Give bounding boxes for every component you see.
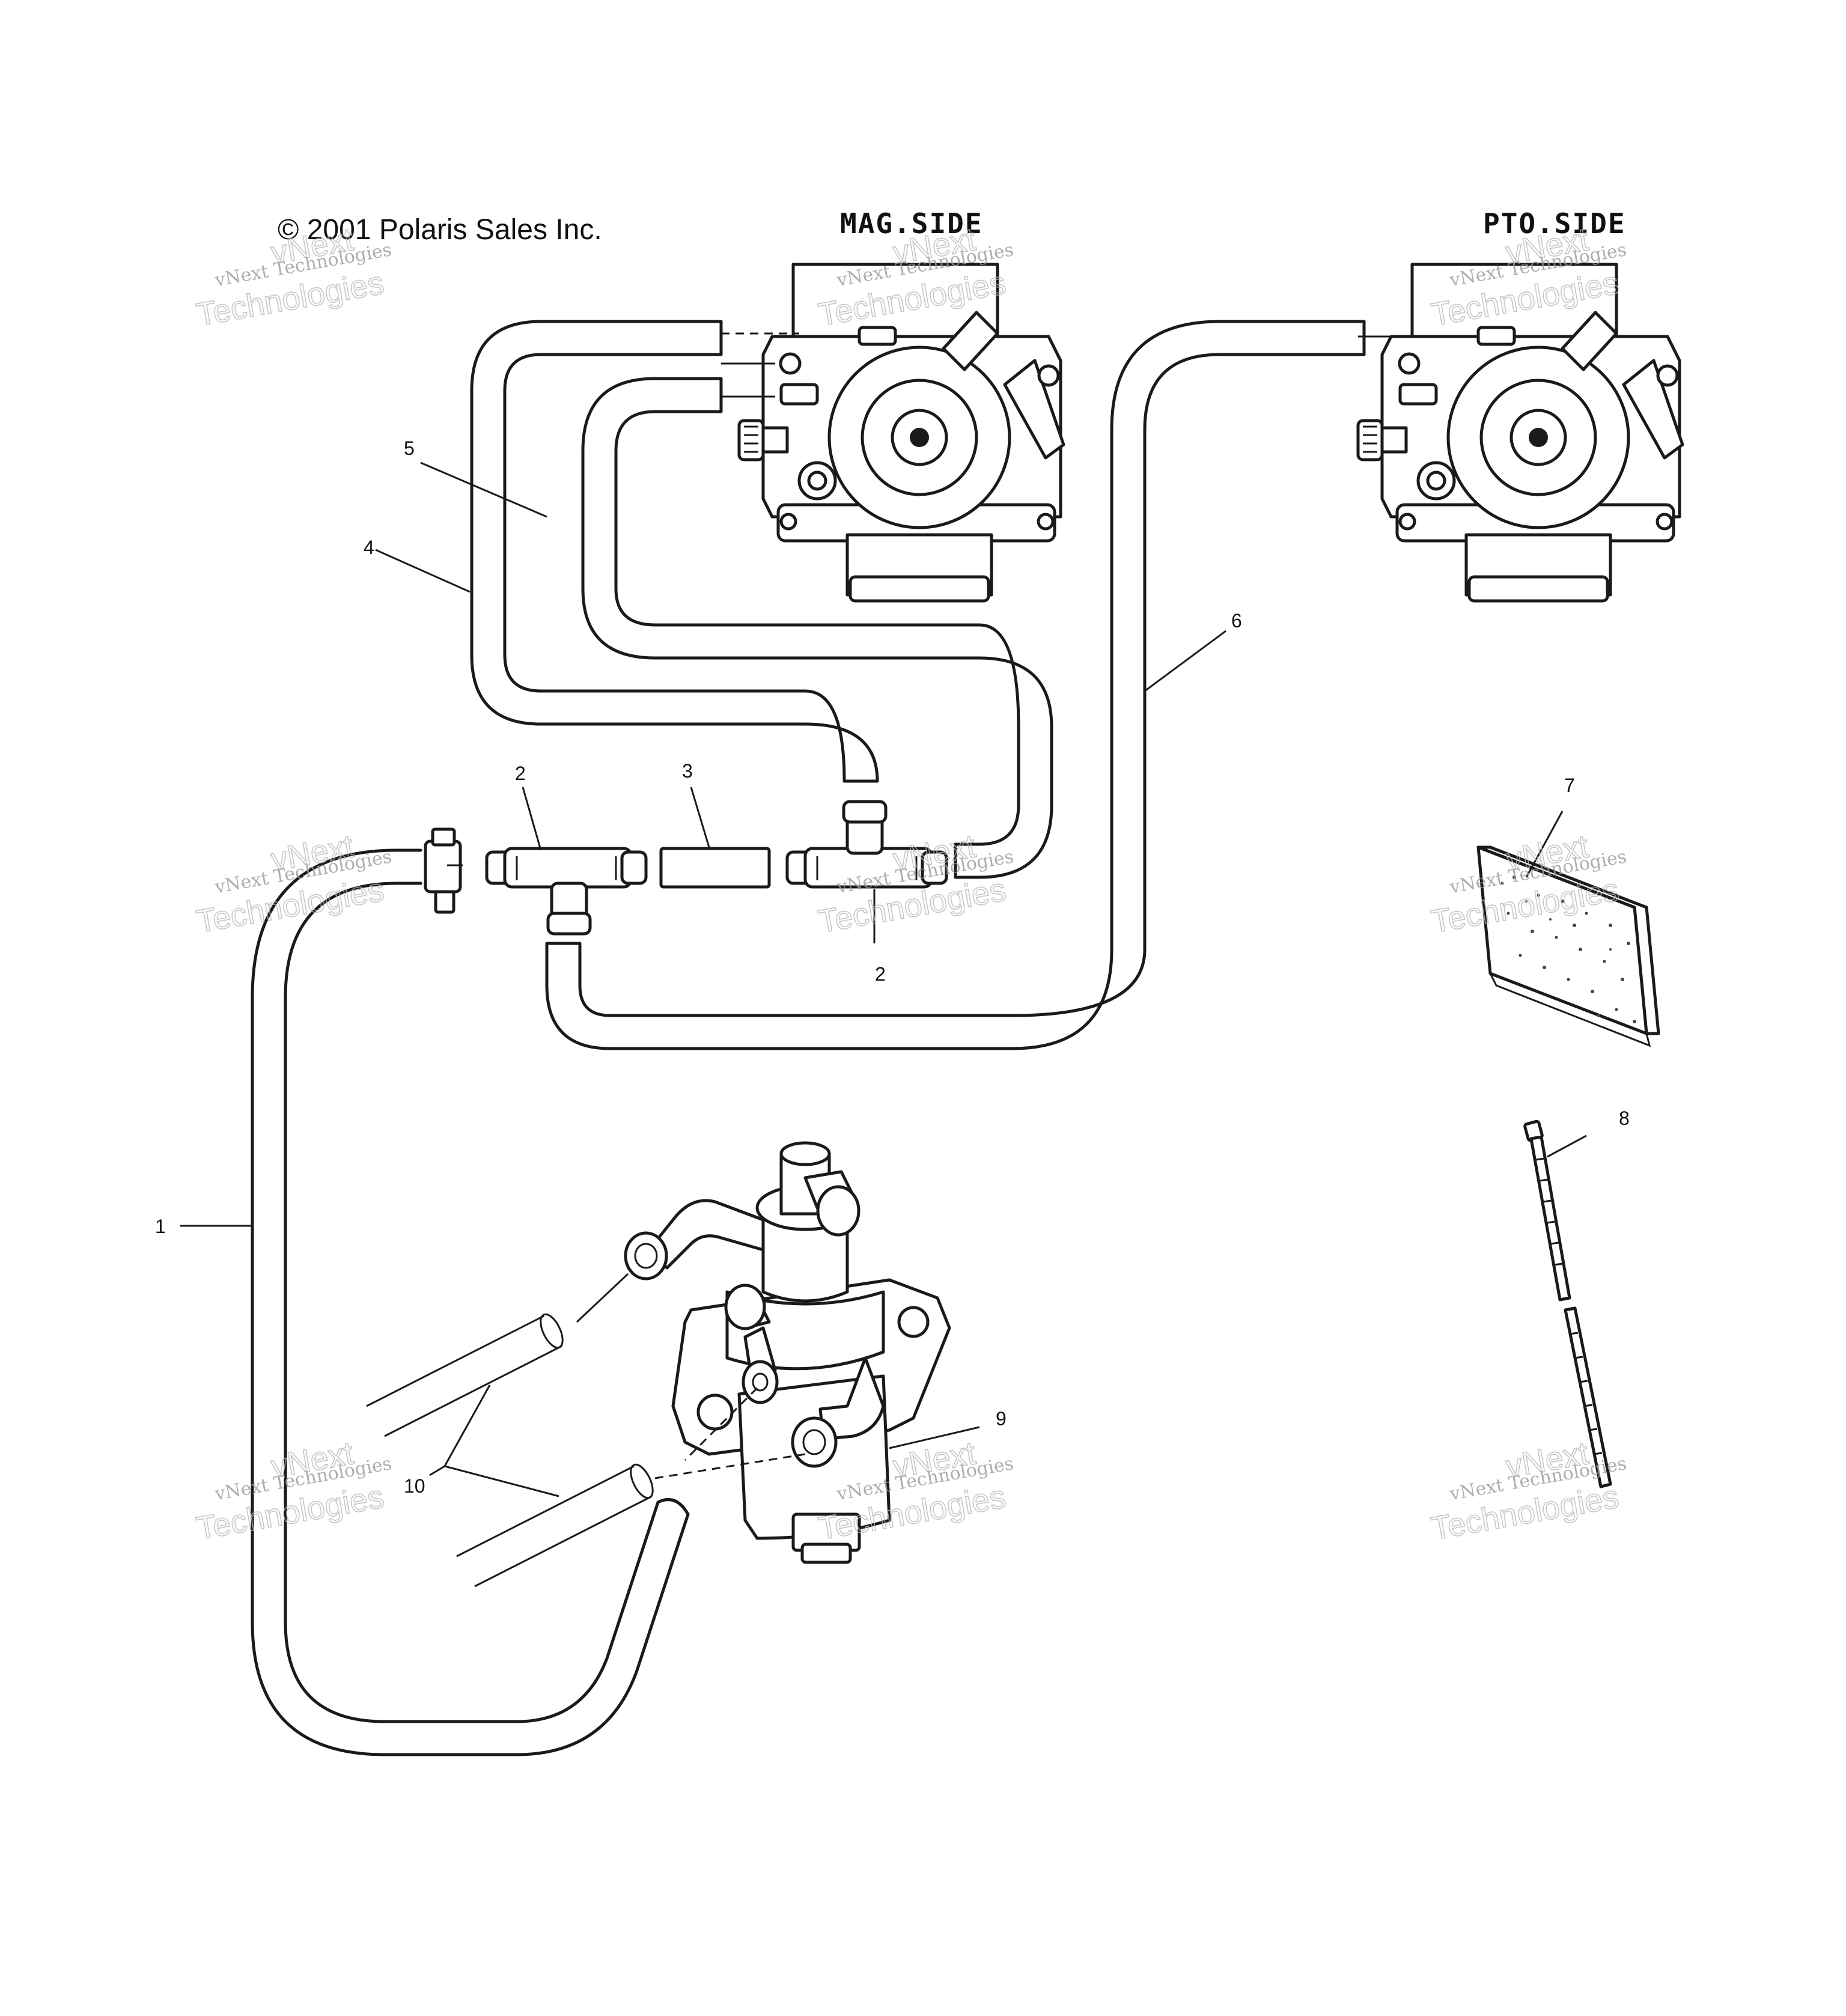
- callout-9: 9: [996, 1408, 1007, 1430]
- hose-5: [581, 377, 1053, 879]
- callout-2a: 2: [515, 763, 526, 784]
- callout-10: 10: [404, 1475, 425, 1497]
- tee-fitting-right: [785, 800, 948, 889]
- callout-8: 8: [1619, 1107, 1630, 1129]
- leader-9: [889, 1426, 980, 1449]
- hose-6: [545, 320, 1430, 1050]
- leader-3: [690, 787, 710, 848]
- assembly-line-upper: [576, 1273, 629, 1323]
- fuel-pump: [624, 1141, 951, 1564]
- callout-4: 4: [364, 537, 374, 558]
- hose-1: [251, 848, 690, 1756]
- hose-10-upper: [366, 1313, 564, 1437]
- watermark-7: vNext Technologies vNext Technologies: [193, 1434, 394, 1547]
- mag-side-label: MAG.SIDE: [840, 207, 983, 240]
- leader-5: [420, 461, 547, 518]
- leader-8: [1547, 1134, 1587, 1158]
- cable-tie: [1523, 1119, 1612, 1488]
- pto-carburetor: [1356, 263, 1684, 603]
- connector-3: [659, 847, 771, 889]
- callout-6: 6: [1231, 610, 1242, 632]
- callout-3: 3: [682, 760, 693, 782]
- copyright-text: © 2001 Polaris Sales Inc.: [278, 214, 602, 246]
- callout-1: 1: [155, 1216, 166, 1237]
- callout-5: 5: [404, 437, 415, 459]
- leader-2a: [522, 787, 542, 851]
- leader-4: [375, 549, 471, 593]
- mag-carburetor: [721, 263, 1065, 603]
- watermark-5: vNext Technologies vNext Technologies: [815, 827, 1016, 940]
- foam-filter: [1476, 845, 1660, 1047]
- hose-4: [470, 320, 879, 783]
- callout-2b: 2: [875, 963, 886, 985]
- assembly-line-pump-nipple: [684, 1387, 758, 1461]
- pto-side-label: PTO.SIDE: [1483, 207, 1626, 240]
- callout-7: 7: [1564, 775, 1575, 796]
- hose-clamp: [424, 827, 463, 914]
- leader-7: [1525, 811, 1564, 878]
- tee-fitting-left: [485, 847, 648, 936]
- assembly-line-lower: [654, 1453, 806, 1479]
- watermark-4: vNext Technologies vNext Technologies: [193, 827, 394, 940]
- hose-10-lower: [456, 1463, 654, 1588]
- leader-10: [429, 1384, 559, 1497]
- leader-6: [1144, 630, 1226, 692]
